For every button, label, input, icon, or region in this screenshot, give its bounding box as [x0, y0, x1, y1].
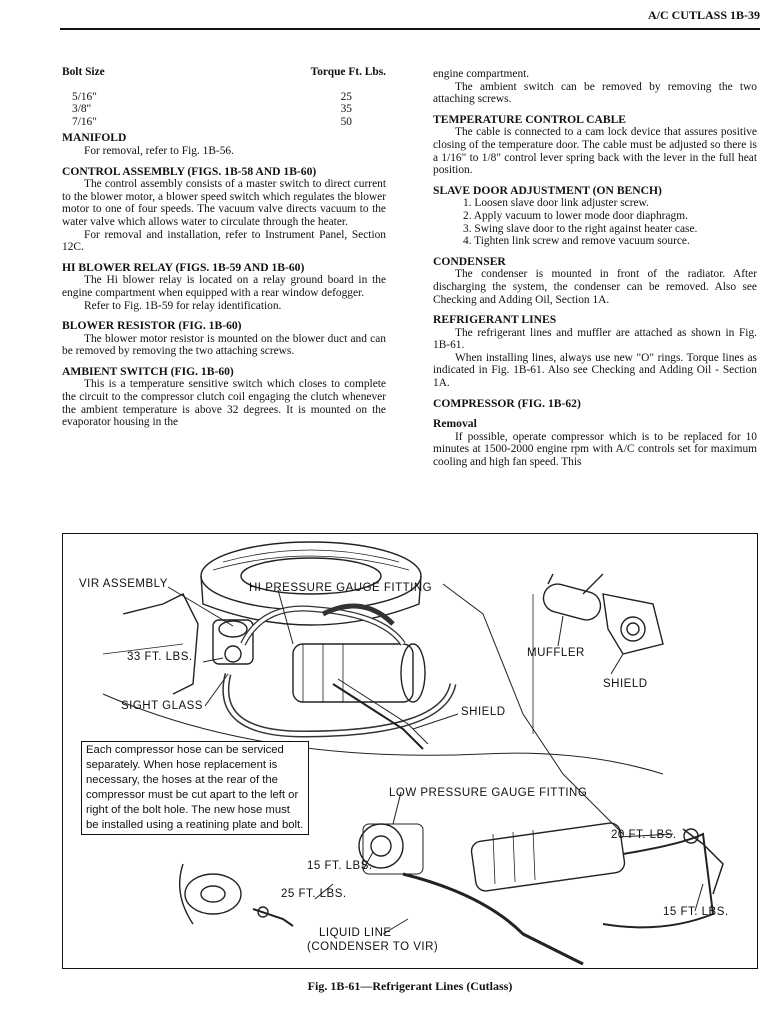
lower-compressor-drawing — [470, 822, 626, 892]
refrigerant-hose — [222, 673, 457, 738]
muffler-drawing — [542, 583, 602, 621]
air-cleaner-drawing — [200, 541, 422, 611]
condenser-paragraph: The condenser is mounted in front of the… — [433, 268, 757, 306]
hi-pressure-fitting-label: HI PRESSURE GAUGE FITTING — [249, 582, 433, 594]
compressor-heading: COMPRESSOR (Fig. 1B-62) — [433, 396, 581, 410]
list-item: 2. Apply vacuum to lower mode door diaph… — [463, 209, 688, 222]
leader-line — [557, 615, 564, 647]
control-assembly-heading: CONTROL ASSEMBLY (Figs. 1B-58 and 1B-60) — [62, 164, 317, 178]
list-item: 4. Tighten link screw and remove vacuum … — [463, 235, 690, 248]
page-header: A/C CUTLASS 1B-39 — [60, 8, 760, 30]
liquid-line-drawing — [402, 872, 584, 966]
condenser-to-vir-label: (CONDENSER TO VIR) — [307, 941, 439, 953]
bolt-size-cell: 3/8" — [72, 103, 92, 116]
leader-line — [204, 673, 229, 707]
shield-right-label: SHIELD — [603, 678, 648, 690]
leader-line — [694, 883, 704, 912]
leader-line — [382, 918, 409, 935]
compressor-paragraph: If possible, operate compressor which is… — [433, 430, 757, 469]
refrigerant-lines-heading: REFRIGERANT LINES — [433, 313, 557, 327]
torque-header: Torque Ft. Lbs. — [310, 66, 386, 78]
compressor-drawing — [292, 643, 414, 703]
ambient-removal-paragraph: The ambient switch can be removed by rem… — [433, 80, 757, 106]
vir-assembly-drawing — [212, 619, 254, 665]
leader-line — [610, 653, 624, 675]
sight-glass-label: SIGHT GLASS — [121, 700, 203, 712]
bolt-torque-table: Bolt Size Torque Ft. Lbs. 5/16" 25 3/8" … — [62, 66, 386, 128]
torque-15a-label: 15 FT. LBS. — [307, 860, 373, 872]
list-item: 3. Swing slave door to the right against… — [463, 222, 698, 235]
leader-line — [314, 883, 334, 900]
manifold-heading: MANIFOLD — [62, 131, 127, 145]
muffler-label: MUFFLER — [527, 647, 585, 659]
torque-cell: 25 — [340, 90, 352, 103]
table-row: 5/16" 25 — [62, 91, 386, 104]
refrigerant-lines-figure: VIR ASSEMBLY HI PRESSURE GAUGE FITTING 3… — [62, 533, 758, 969]
slave-door-heading: SLAVE DOOR ADJUSTMENT (ON BENCH) — [433, 183, 662, 197]
slave-door-steps: 1. Loosen slave door link adjuster screw… — [433, 197, 757, 247]
control-assembly-paragraph: The control assembly consists of a maste… — [62, 178, 386, 228]
refrigerant-lines-paragraph: The refrigerant lines and muffler are at… — [433, 326, 757, 352]
temp-cable-heading: TEMPERATURE CONTROL CABLE — [433, 112, 627, 126]
control-assembly-paragraph: For removal and installation, refer to I… — [62, 228, 386, 254]
table-row: 3/8" 35 — [62, 103, 386, 116]
left-column: Bolt Size Torque Ft. Lbs. 5/16" 25 3/8" … — [62, 66, 386, 429]
leader-line — [167, 586, 234, 627]
ambient-switch-paragraph: This is a temperature sensitive switch w… — [62, 378, 386, 429]
leader-line — [392, 791, 402, 825]
leader-line — [277, 589, 294, 645]
hi-blower-relay-paragraph: Refer to Fig. 1B-59 for relay identifica… — [84, 299, 282, 312]
hose-service-note: Each compressor hose can be serviced sep… — [81, 741, 309, 835]
vir-assembly-label: VIR ASSEMBLY — [79, 578, 168, 590]
shield-center-label: SHIELD — [461, 706, 506, 718]
ambient-switch-heading: AMBIENT SWITCH (Fig. 1B-60) — [62, 364, 234, 378]
leader-line — [412, 713, 459, 730]
compressor-removal-subheading: Removal — [433, 417, 477, 431]
liquid-line-label: LIQUID LINE — [319, 927, 392, 939]
torque-25-label: 25 FT. LBS. — [281, 888, 347, 900]
torque-33-label: 33 FT. LBS. — [127, 651, 193, 663]
table-row: 7/16" 50 — [62, 116, 386, 129]
leader-line — [362, 851, 374, 871]
manifold-text: For removal, refer to Fig. 1B-56. — [84, 144, 234, 157]
refrigerant-lines-paragraph: When installing lines, always use new "O… — [433, 351, 757, 390]
leader-line — [618, 833, 674, 838]
right-column: engine compartment. The ambient switch c… — [433, 68, 757, 469]
figure-caption: Fig. 1B-61—Refrigerant Lines (Cutlass) — [307, 979, 513, 993]
torque-15b-label: 15 FT. LBS. — [663, 906, 729, 918]
list-item: 1. Loosen slave door link adjuster screw… — [463, 197, 649, 210]
temp-cable-paragraph: The cable is connected to a cam lock dev… — [433, 126, 757, 177]
bolt-size-cell: 5/16" — [72, 90, 97, 103]
hi-blower-relay-heading: HI BLOWER RELAY (Figs. 1B-59 and 1B-60) — [62, 260, 305, 274]
hi-blower-relay-paragraph: The Hi blower relay is located on a rela… — [62, 274, 386, 299]
bolt-size-cell: 7/16" — [72, 115, 97, 128]
blower-resistor-paragraph: The blower motor resistor is mounted on … — [62, 332, 386, 358]
torque-20-label: 20 FT. LBS. — [611, 829, 677, 841]
blower-resistor-heading: BLOWER RESISTOR (Fig. 1B-60) — [62, 319, 242, 333]
leader-line — [202, 657, 224, 663]
continued-text: engine compartment. — [433, 68, 530, 80]
condenser-heading: CONDENSER — [433, 254, 506, 268]
page-header-text: A/C CUTLASS 1B-39 — [647, 8, 760, 22]
low-pressure-fitting-label: LOW PRESSURE GAUGE FITTING — [389, 787, 588, 799]
torque-cell: 35 — [340, 103, 352, 116]
torque-cell: 50 — [340, 115, 352, 128]
bolt-size-header: Bolt Size — [62, 66, 105, 78]
engine-illustration — [102, 541, 724, 966]
